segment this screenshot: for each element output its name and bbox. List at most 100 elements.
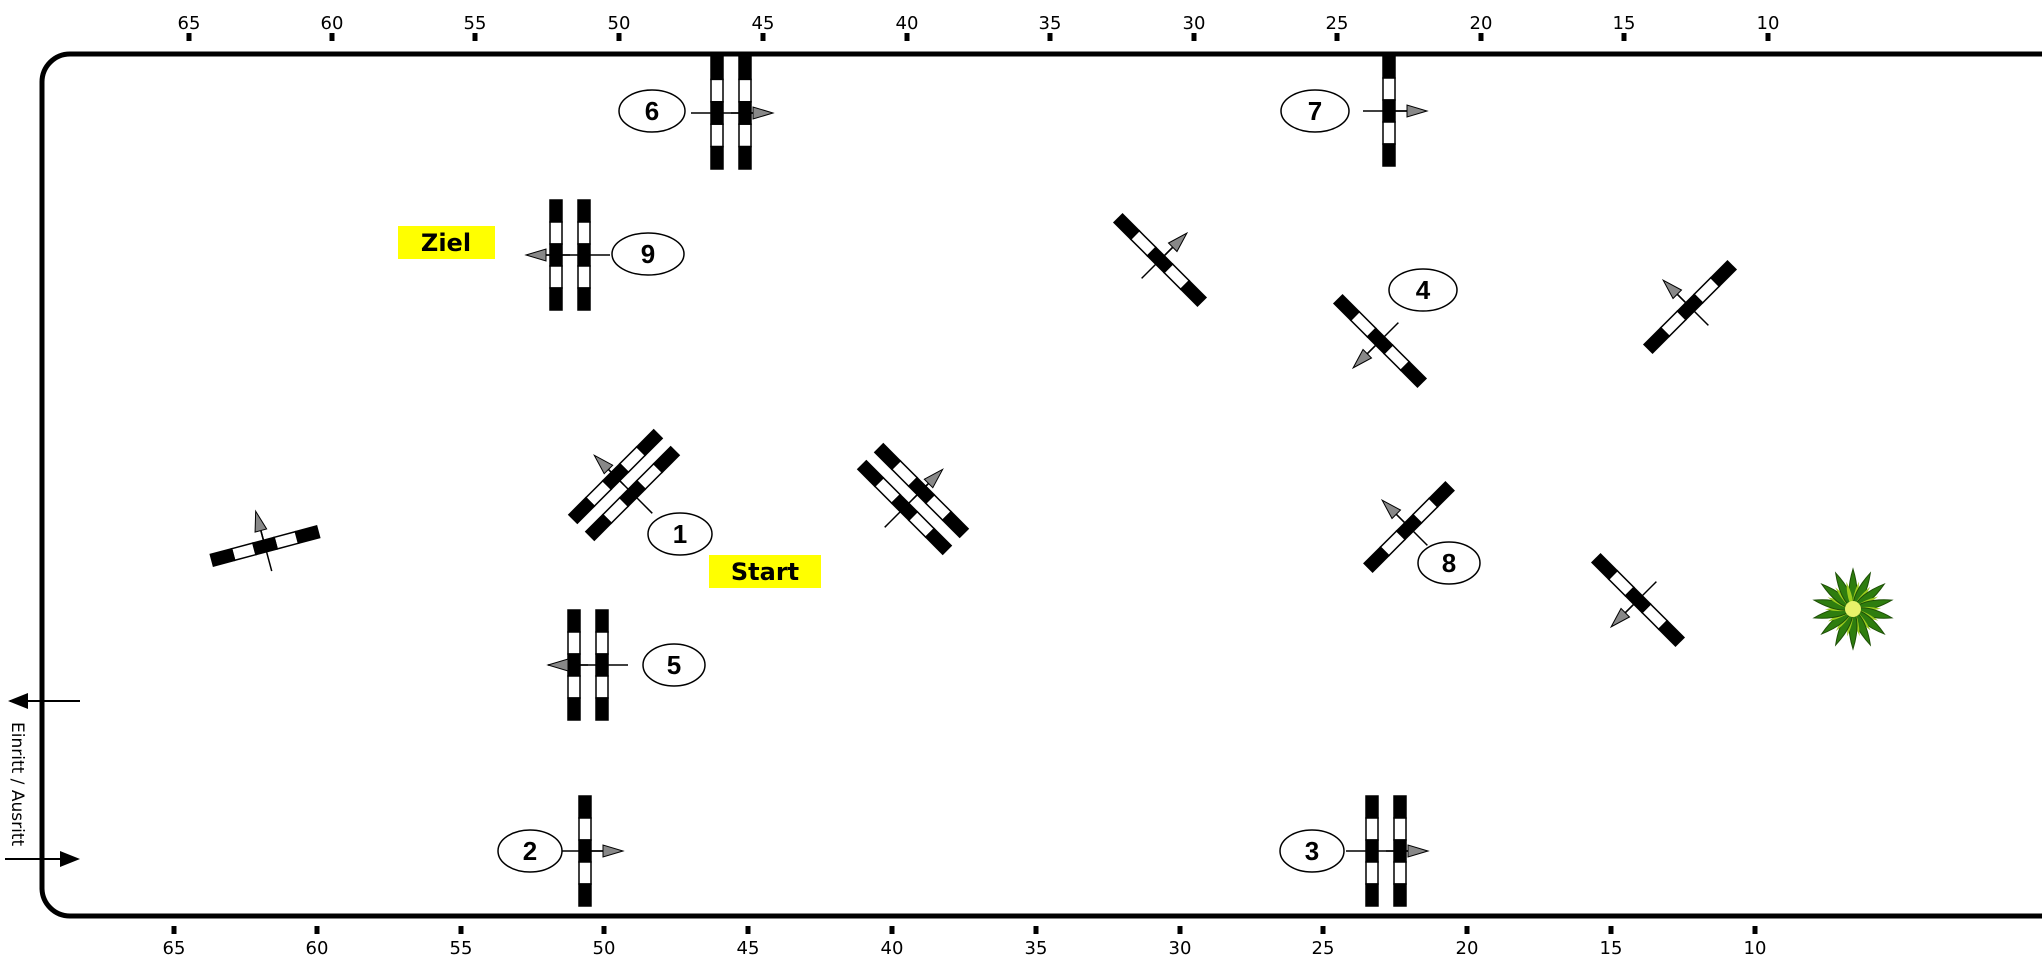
jump-number-7: 7 <box>1280 89 1350 133</box>
top-ruler-tick <box>1765 33 1771 41</box>
jump-pole <box>1112 212 1208 308</box>
top-ruler-label: 20 <box>1470 13 1493 34</box>
bottom-ruler-tick <box>1608 926 1614 934</box>
bottom-ruler-tick <box>1464 926 1470 934</box>
jump-number-8: 8 <box>1417 541 1481 585</box>
diagonal-oxer <box>856 442 970 556</box>
bottom-ruler-tick <box>1033 926 1039 934</box>
bottom-ruler-label: 50 <box>593 938 616 958</box>
jump-pole <box>710 56 724 170</box>
entrance-label: Einritt / Ausritt <box>7 722 27 846</box>
top-ruler-label: 65 <box>178 13 201 34</box>
diagonal-vertical-a <box>1112 212 1208 308</box>
bottom-ruler-label: 30 <box>1169 938 1192 958</box>
jump-5-oxer <box>546 609 628 721</box>
bottom-ruler-label: 40 <box>881 938 904 958</box>
bottom-ruler-label: 65 <box>163 938 186 958</box>
bottom-ruler-tick <box>171 926 177 934</box>
top-ruler-tick <box>329 33 335 41</box>
finish-label: Ziel <box>421 229 471 257</box>
top-ruler-tick <box>1621 33 1627 41</box>
svg-text:4: 4 <box>1416 275 1431 305</box>
jump-pole <box>549 199 563 311</box>
jump-pole <box>873 442 970 539</box>
jump-pole <box>1332 293 1428 389</box>
bottom-ruler-tick <box>889 926 895 934</box>
bottom-ruler-tick <box>1320 926 1326 934</box>
exit-arrow-icon <box>8 693 28 709</box>
start-label: Start <box>731 558 799 586</box>
svg-text:2: 2 <box>523 836 537 866</box>
top-ruler-label: 45 <box>752 13 775 34</box>
top-ruler-tick <box>186 33 192 41</box>
obstacles <box>209 55 1738 907</box>
jump-number-3: 3 <box>1279 829 1345 873</box>
diagonal-vertical-d <box>209 509 321 572</box>
direction-arrow-icon <box>1167 231 1189 253</box>
bottom-ruler-tick <box>745 926 751 934</box>
bottom-ruler-label: 60 <box>306 938 329 958</box>
jump-6-oxer <box>691 56 775 170</box>
top-ruler-tick <box>1478 33 1484 41</box>
bottom-ruler-label: 20 <box>1456 938 1479 958</box>
direction-arrow-icon <box>1351 348 1373 370</box>
top-ruler-tick <box>616 33 622 41</box>
svg-text:9: 9 <box>641 239 655 269</box>
bottom-ruler-label: 25 <box>1312 938 1335 958</box>
direction-arrow-icon <box>524 248 547 262</box>
bottom-ruler-tick <box>314 926 320 934</box>
direction-arrow-icon <box>546 658 569 672</box>
bottom-ruler-label: 45 <box>737 938 760 958</box>
top-ruler-label: 10 <box>1757 13 1780 34</box>
top-ruler-label: 40 <box>896 13 919 34</box>
top-ruler-tick <box>904 33 910 41</box>
top-ruler-label: 30 <box>1183 13 1206 34</box>
jump-pole <box>595 609 609 721</box>
entry-arrow-icon <box>60 851 80 867</box>
direction-arrow-icon <box>1380 498 1402 520</box>
svg-text:7: 7 <box>1308 96 1322 126</box>
jump-pole <box>1590 552 1686 648</box>
jump-2-vertical <box>559 795 625 907</box>
top-ruler-tick <box>760 33 766 41</box>
jump-1-oxer <box>567 428 681 542</box>
jump-pole <box>209 525 321 567</box>
bottom-ruler-label: 15 <box>1600 938 1623 958</box>
jump-3-oxer <box>1346 795 1430 907</box>
bottom-ruler-label: 35 <box>1025 938 1048 958</box>
top-ruler-label: 50 <box>608 13 631 34</box>
jump-4-vertical <box>1332 293 1428 389</box>
jump-pole <box>584 445 681 542</box>
svg-text:8: 8 <box>1442 548 1456 578</box>
top-ruler-tick <box>1047 33 1053 41</box>
direction-arrow-icon <box>593 454 614 475</box>
direction-arrow-icon <box>1407 844 1430 858</box>
top-ruler-label: 25 <box>1326 13 1349 34</box>
direction-arrow-icon <box>1609 607 1631 629</box>
top-ruler-tick <box>1334 33 1340 41</box>
direction-arrow-icon <box>602 844 625 858</box>
bottom-ruler-tick <box>601 926 607 934</box>
jump-number-5: 5 <box>642 643 706 687</box>
direction-arrow-icon <box>1406 104 1429 118</box>
svg-text:1: 1 <box>673 519 687 549</box>
bottom-ruler-tick <box>458 926 464 934</box>
bottom-ruler-tick <box>1752 926 1758 934</box>
jump-number-4: 4 <box>1388 268 1458 312</box>
jump-number-2: 2 <box>497 829 563 873</box>
jump-pole <box>856 459 953 556</box>
entrance-exit: Einritt / Ausritt <box>5 693 80 867</box>
jump-number-6: 6 <box>618 89 686 133</box>
jump-pole <box>1642 259 1738 355</box>
jump-pole <box>1393 795 1407 907</box>
diagonal-vertical-c <box>1590 552 1686 648</box>
direction-arrow-icon <box>752 106 775 120</box>
jump-pole <box>567 428 664 525</box>
diagonal-vertical-b <box>1642 259 1738 355</box>
direction-arrow-icon <box>254 509 268 533</box>
top-ruler-tick <box>472 33 478 41</box>
svg-text:6: 6 <box>645 96 659 126</box>
